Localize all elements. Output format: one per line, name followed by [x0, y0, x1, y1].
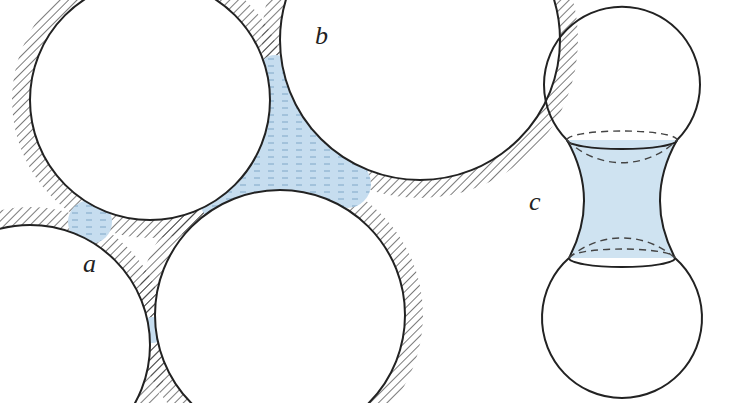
figure-label: b — [312, 22, 331, 50]
figure-label: a — [80, 250, 99, 278]
hidden-lines — [567, 131, 677, 258]
sphere-outlines — [542, 7, 702, 398]
liquid-neck — [567, 140, 677, 258]
grain-interiors — [0, 0, 560, 403]
hatch-bands — [0, 0, 569, 403]
label-anchor: c — [526, 188, 544, 216]
label-anchor: b — [312, 22, 331, 50]
figure-label: c — [526, 188, 544, 216]
label-anchor: a — [80, 250, 99, 278]
grain-outlines — [0, 0, 560, 403]
